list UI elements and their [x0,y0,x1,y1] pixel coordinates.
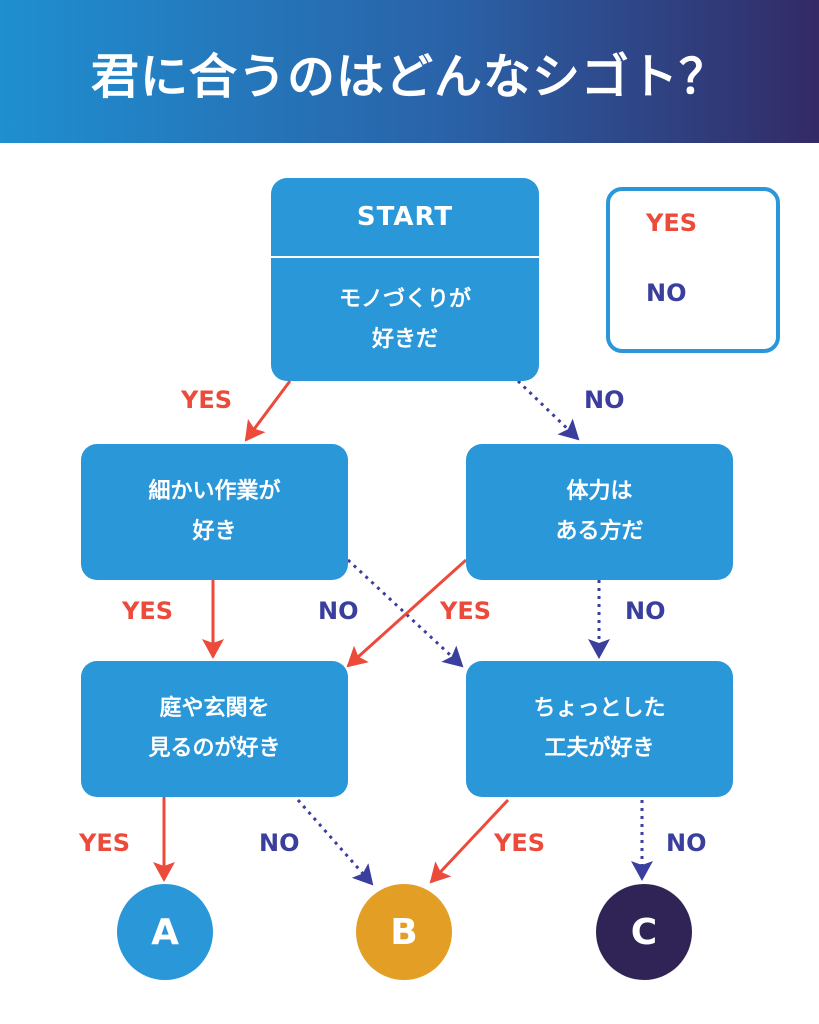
edge-label-q4-yes: YES [79,829,131,857]
question-text: 体力は ある方だ [555,479,644,544]
edge-label-q5-yes: YES [494,829,546,857]
legend-no-label: NO [646,279,687,307]
start-node: START モノづくりが 好きだ [271,178,539,381]
legend-box: YES NO [606,187,780,353]
edge-label-start-no: NO [584,386,625,414]
arrow-start-no [516,379,580,441]
edge-label-q2-yes: YES [122,597,174,625]
start-divider [271,256,539,258]
start-question: モノづくりが 好きだ [338,286,471,352]
question-node-garden: 庭や玄関を 見るのが好き [81,661,348,797]
edge-label-q4-no: NO [259,829,300,857]
page-title: 君に合うのはどんなシゴト？ [90,48,728,105]
legend-yes-label: YES [646,209,698,237]
edge-label-q5-no: NO [666,829,707,857]
start-label: START [356,202,454,232]
arrow-start-yes [244,380,292,442]
result-b: B [356,884,452,980]
question-node-fine-work: 細かい作業が 好き [81,444,348,580]
question-text: 庭や玄関を 見るのが好き [148,696,281,761]
edge-label-q3-no: NO [625,597,666,625]
question-text: ちょっとした 工夫が好き [533,696,666,761]
edge-label-q2-no: NO [318,597,359,625]
question-text: 細かい作業が 好き [148,479,281,544]
question-node-stamina: 体力は ある方だ [466,444,733,580]
edge-label-q3-yes: YES [440,597,492,625]
result-c: C [596,884,692,980]
arrow-q4-no [296,799,374,886]
edge-label-start-yes: YES [181,386,233,414]
result-a: A [117,884,213,980]
question-node-ingenuity: ちょっとした 工夫が好き [466,661,733,797]
header-banner: 君に合うのはどんなシゴト？ [0,0,819,143]
